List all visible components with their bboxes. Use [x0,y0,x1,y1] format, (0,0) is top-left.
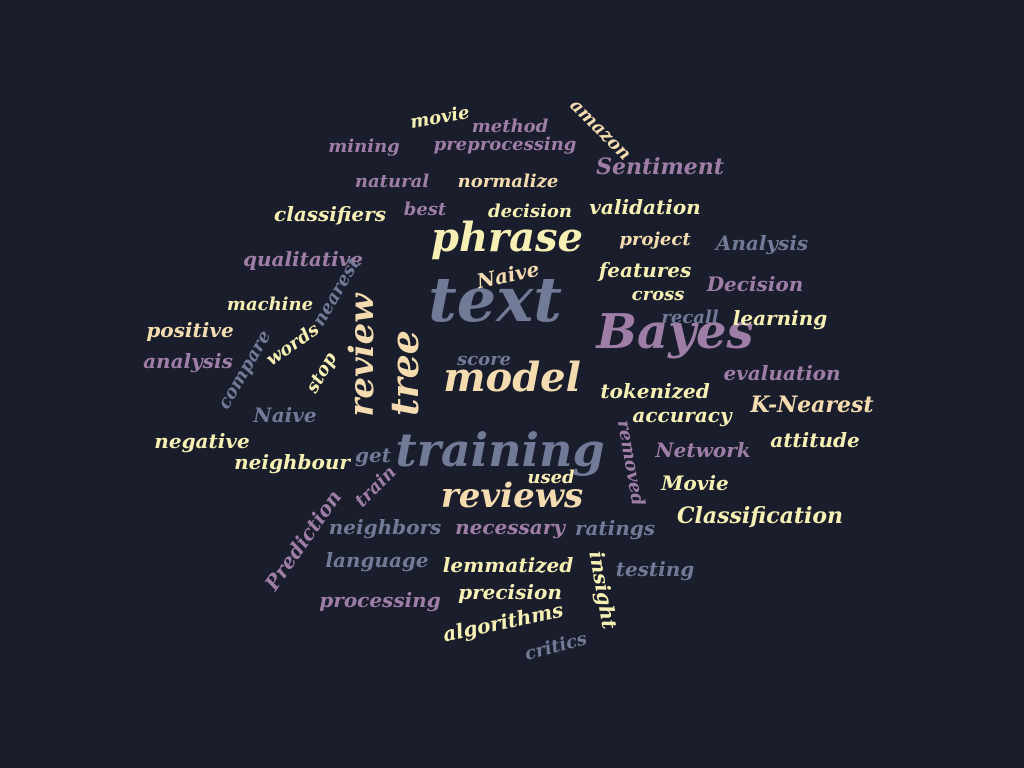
word-model: model [443,354,581,401]
word-necessary: necessary [455,515,565,539]
word-best: best [403,199,447,220]
word-features: features [598,258,692,282]
word-mining: mining [328,136,400,157]
word-reviews: reviews [440,476,584,516]
word-words: words [262,318,324,371]
word-testing: testing [615,557,695,581]
word-review: review [342,293,382,417]
word-naive-lower: Naive [253,403,317,427]
word-prediction: Prediction [259,485,347,595]
word-learning: learning [732,306,828,330]
word-accuracy: accuracy [632,403,732,427]
word-normalize: normalize [457,171,559,192]
word-attitude: attitude [770,428,860,452]
word-recall: recall [661,307,719,328]
word-get: get [355,443,391,467]
word-score: score [456,349,512,370]
word-positive: positive [146,318,234,342]
word-training: training [395,423,605,477]
word-network: Network [655,438,751,462]
word-cross: cross [631,284,685,305]
word-train: train [350,461,401,512]
word-validation: validation [589,195,701,219]
word-analysis-cap: Analysis [715,231,809,255]
word-tree: tree [382,330,427,416]
word-lemmatized: lemmatized [442,553,574,577]
word-language: language [325,548,429,572]
word-method: method [471,116,549,137]
word-insight: insight [584,549,622,631]
word-stop: stop [301,348,342,397]
word-bayes: Bayes [596,304,754,360]
word-precision: precision [458,580,562,604]
word-project: project [619,229,691,250]
word-tokenized: tokenized [600,379,710,403]
word-preprocessing: preprocessing [433,134,577,155]
word-neighbors: neighbors [328,515,442,539]
word-critics: critics [522,628,590,665]
word-classifiers: classifiers [274,202,386,226]
word-removed: removed [612,418,649,508]
word-text: text [428,263,562,336]
word-evaluation: evaluation [723,361,841,385]
word-ratings: ratings [574,516,656,540]
word-used: used [527,467,575,488]
word-analysis-lower: analysis [143,349,233,373]
word-machine: machine [226,294,314,315]
word-processing: processing [319,588,441,612]
word-neighbour: neighbour [234,450,350,474]
word-classification: Classification [676,503,844,529]
word-sentiment: Sentiment [596,154,724,180]
word-phrase: phrase [430,214,584,261]
word-decision-cap: Decision [706,272,804,296]
word-natural: natural [354,171,430,192]
word-negative: negative [154,429,250,453]
word-qualitative: qualitative [242,247,364,271]
word-k-nearest: K-Nearest [750,392,874,418]
word-movie-top: movie [408,101,472,134]
word-movie-cap: Movie [661,471,729,495]
word-decision-lower: decision [488,201,572,222]
